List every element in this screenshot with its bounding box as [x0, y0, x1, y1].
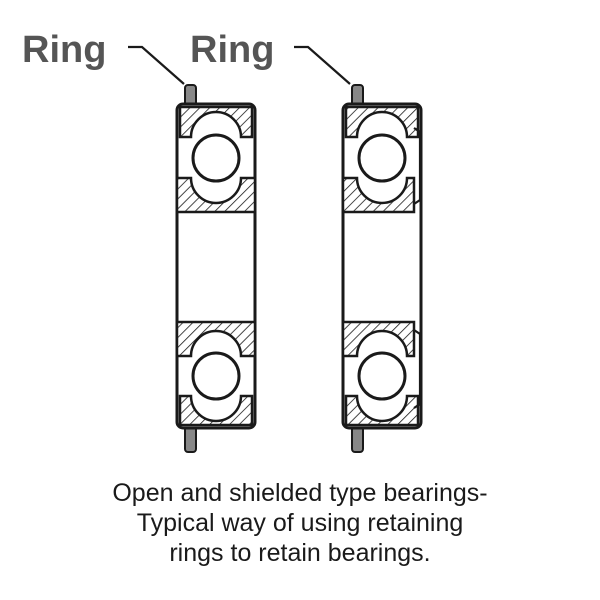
- right-bearing-outline: [341, 102, 423, 430]
- caption-line-3: rings to retain bearings.: [169, 539, 431, 567]
- left-ring-label: Ring: [22, 29, 106, 71]
- left-leader-line: [128, 45, 185, 85]
- left-bottom-ball: [191, 351, 241, 401]
- right-leader-line: [294, 45, 351, 85]
- left-bearing-outline: [175, 102, 257, 430]
- right-bottom-ball: [357, 351, 407, 401]
- left-bottom-inner-race: [175, 320, 257, 358]
- right-top-inner-race: [341, 176, 416, 214]
- right-top-outer-race: [344, 105, 420, 139]
- open-bearing: [175, 84, 257, 453]
- right-bottom-inner-race: [341, 320, 416, 358]
- caption-line-1: Open and shielded type bearings-: [112, 479, 488, 507]
- right-bottom-shield: [413, 329, 422, 409]
- right-top-shield: [413, 127, 422, 205]
- right-ring-label: Ring: [190, 29, 274, 71]
- left-top-inner-race: [175, 176, 257, 214]
- right-bottom-outer-race: [344, 394, 420, 427]
- left-bottom-outer-race: [178, 394, 254, 427]
- shielded-bearing: [341, 84, 423, 453]
- right-top-ball: [357, 133, 407, 183]
- caption-line-2: Typical way of using retaining: [136, 509, 464, 537]
- left-top-ball: [191, 133, 241, 183]
- left-top-outer-race: [178, 105, 254, 139]
